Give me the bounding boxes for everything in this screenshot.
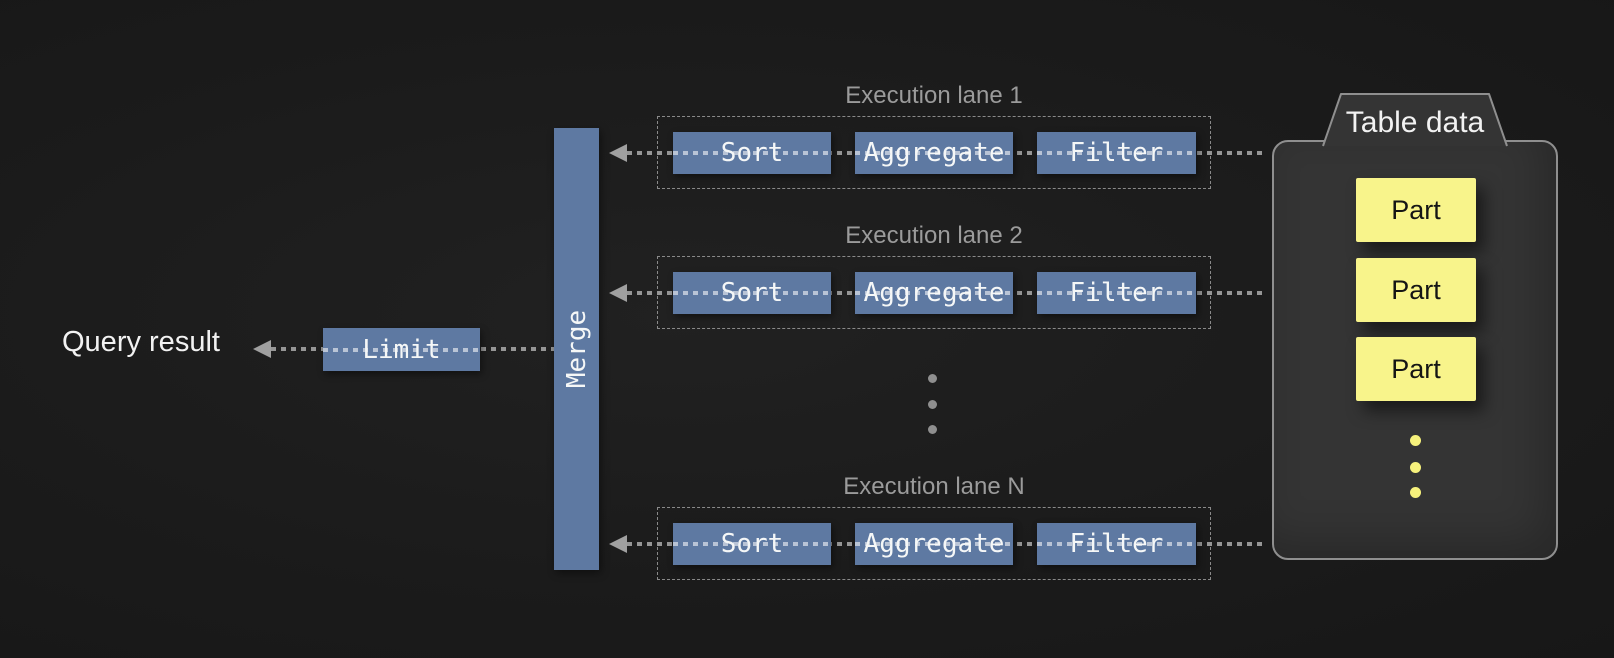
lane-1-sort-node: Sort — [673, 132, 831, 174]
part-label: Part — [1391, 353, 1441, 384]
lane-n-aggregate-node: Aggregate — [855, 523, 1013, 565]
lane-2-aggregate-node: Aggregate — [855, 272, 1013, 314]
part-ellipsis-dot — [1410, 487, 1421, 498]
part-box: Part — [1356, 337, 1476, 401]
lane-1-filter-node: Filter — [1037, 132, 1196, 174]
arrowhead-lane-n-icon — [609, 535, 627, 553]
lane-2-sort-node: Sort — [673, 272, 831, 314]
part-label: Part — [1391, 194, 1441, 225]
lane-ellipsis-dot — [928, 400, 937, 409]
arrowhead-lane-1-icon — [609, 144, 627, 162]
query-result-label: Query result — [62, 326, 220, 358]
lane-n-title: Execution lane N — [843, 473, 1025, 500]
limit-node: Limit — [323, 328, 480, 371]
lane-ellipsis-dot — [928, 374, 937, 383]
aggregate-label: Aggregate — [863, 529, 1005, 559]
lane-2-filter-node: Filter — [1037, 272, 1196, 314]
limit-label: Limit — [362, 334, 441, 365]
aggregate-label: Aggregate — [863, 278, 1005, 308]
sort-label: Sort — [720, 529, 784, 559]
lane-2-title: Execution lane 2 — [845, 222, 1023, 249]
merge-label: Merge — [561, 309, 592, 389]
lane-1-aggregate-node: Aggregate — [855, 132, 1013, 174]
lane-n-sort-node: Sort — [673, 523, 831, 565]
arrowhead-left-icon — [253, 340, 271, 358]
filter-label: Filter — [1069, 529, 1164, 559]
lane-n-filter-node: Filter — [1037, 523, 1196, 565]
aggregate-label: Aggregate — [863, 138, 1005, 168]
lane-1-title: Execution lane 1 — [845, 82, 1023, 109]
filter-label: Filter — [1069, 138, 1164, 168]
table-data-tab — [1322, 93, 1508, 147]
lane-ellipsis-dot — [928, 425, 937, 434]
sort-label: Sort — [720, 278, 784, 308]
table-data-title: Table data — [1345, 106, 1485, 139]
part-ellipsis-dot — [1410, 462, 1421, 473]
arrowhead-lane-2-icon — [609, 284, 627, 302]
filter-label: Filter — [1069, 278, 1164, 308]
part-label: Part — [1391, 274, 1441, 305]
part-ellipsis-dot — [1410, 435, 1421, 446]
part-box: Part — [1356, 178, 1476, 242]
merge-bar: Merge — [554, 128, 599, 570]
part-box: Part — [1356, 258, 1476, 322]
sort-label: Sort — [720, 138, 784, 168]
